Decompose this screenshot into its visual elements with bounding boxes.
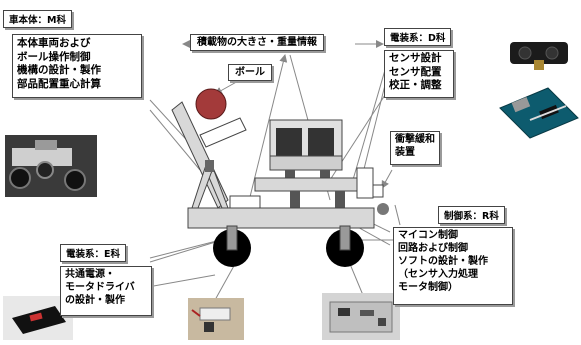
r-dept-header: 制御系：R科 — [438, 206, 505, 224]
m-line-1: 本体車両および — [17, 37, 91, 49]
d-line-2: センサ配置 — [389, 65, 442, 78]
support-joint — [205, 160, 214, 172]
r-line-5: モータ制御） — [398, 282, 458, 293]
load-info-box: 積載物の大きさ・重量情報 — [190, 34, 324, 51]
d-line-1: センサ設計 — [389, 52, 442, 64]
cargo-base — [269, 155, 343, 171]
arrow-shock — [381, 169, 393, 189]
control-circuit-photo — [322, 293, 400, 340]
e-dept-box: 共通電源・ モータドライバ の設計・製作 — [60, 266, 152, 316]
chassis — [187, 207, 375, 229]
axle-left — [226, 225, 238, 251]
robot-car-photo — [5, 135, 97, 197]
m-line-2: ボール操作制御 — [17, 50, 91, 63]
cargo-leg-right — [320, 170, 330, 180]
e-line-1: 共通電源・ — [65, 269, 115, 280]
d-dept-header: 電装系：D科 — [384, 28, 452, 46]
standoff-2 — [335, 191, 345, 209]
r-line-3: ソフトの設計・製作 — [398, 256, 488, 267]
arrow-e-to-vehicle-1 — [149, 239, 223, 263]
shock-line-2: 装置 — [395, 147, 415, 158]
arm-base — [229, 195, 261, 209]
r-line-1: マイコン制御 — [398, 230, 458, 241]
standoff-1 — [290, 191, 300, 209]
axle-right — [339, 225, 351, 251]
m-line-4: 部品配置重心計算 — [17, 77, 101, 90]
cargo-chip-left — [276, 128, 302, 156]
arrow-d-to-sensor-1 — [349, 69, 386, 191]
motor-driver-photo — [188, 298, 244, 340]
e-line-2: モータドライバ — [65, 282, 135, 293]
e-dept-header: 電装系：E科 — [60, 244, 126, 262]
r-dept-box: マイコン制御 回路および制御 ソフトの設計・製作 （センサ入力処理 モータ制御） — [393, 227, 513, 305]
m-dept-box: 本体車両および ボール操作制御 機構の設計・製作 部品配置重心計算 — [12, 34, 142, 98]
front-bumper-wheel — [377, 203, 389, 215]
right-post — [356, 167, 374, 199]
arrow-vehicle-to-info-1 — [247, 54, 288, 206]
d-line-3: 校正・調整 — [389, 79, 442, 92]
upper-deck — [254, 177, 374, 192]
shock-absorber-box: 衝撃緩和 装置 — [390, 131, 440, 165]
cargo-chip-right — [308, 128, 334, 156]
arrow-r-to-vehicle-3 — [394, 204, 401, 226]
ball-gripper — [199, 117, 247, 148]
arduino-board-photo — [499, 87, 579, 139]
shock-line-1: 衝撃緩和 — [395, 134, 435, 145]
robot-vehicle-drawing — [171, 88, 389, 267]
d-dept-box: センサ設計 センサ配置 校正・調整 — [384, 50, 454, 98]
r-line-4: （センサ入力処理 — [398, 269, 478, 280]
r-line-2: 回路および制御 — [398, 243, 468, 254]
m-dept-header: 車本体：M科 — [3, 10, 72, 28]
m-line-3: 機構の設計・製作 — [17, 64, 101, 77]
ball-label: ボール — [228, 64, 272, 81]
shock-device — [372, 184, 384, 198]
cargo-leg-left — [285, 170, 295, 180]
distance-sensor-photo — [510, 42, 568, 70]
arrow-m-to-arm-2 — [149, 109, 201, 171]
e-line-3: の設計・製作 — [65, 295, 125, 306]
ball — [195, 88, 227, 120]
